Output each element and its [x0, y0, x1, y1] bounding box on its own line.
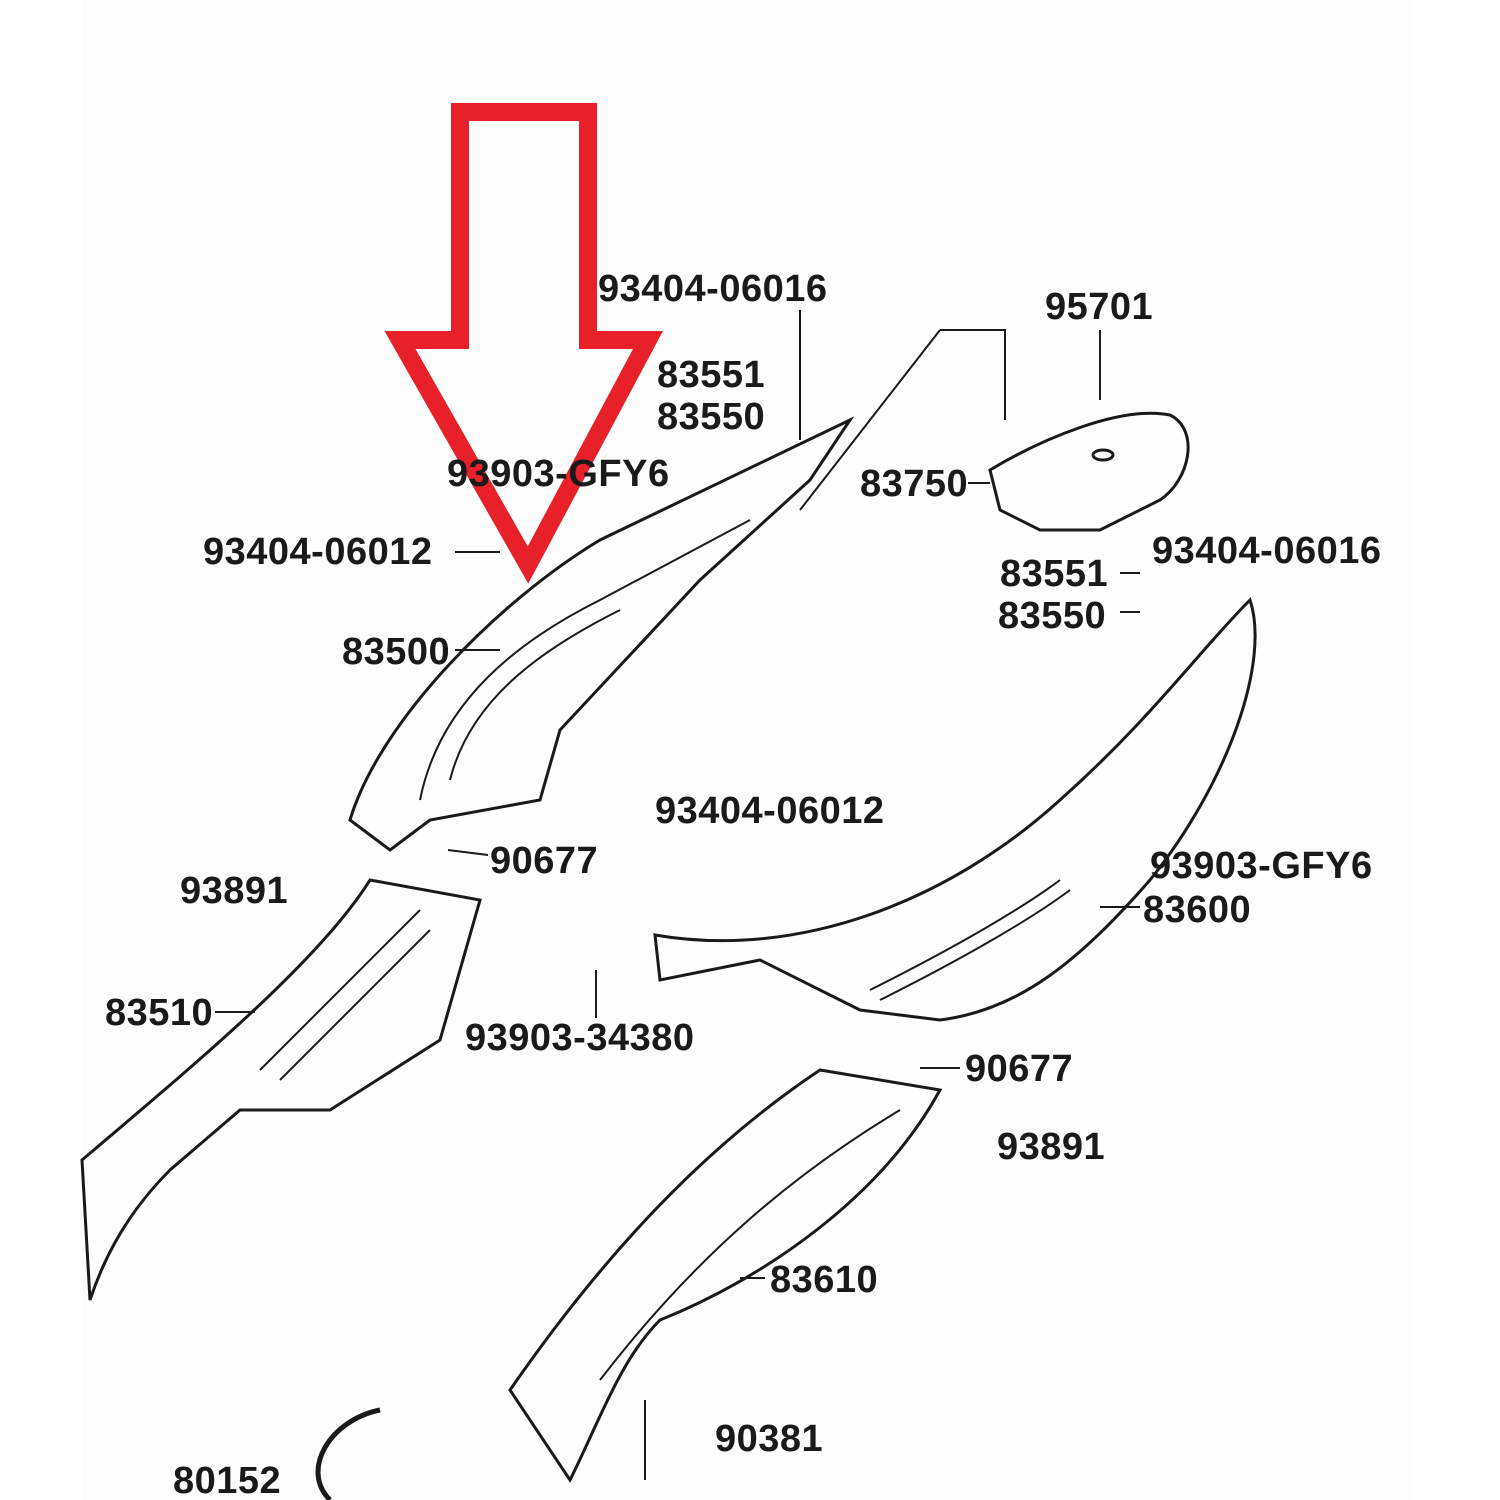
- part-label: 90677: [965, 1048, 1074, 1090]
- part-83610: [508, 1068, 943, 1483]
- part-label: 90381: [715, 1418, 824, 1460]
- part-label: 83550: [998, 595, 1107, 637]
- part-83500: [348, 416, 855, 852]
- part-label: 83550: [657, 396, 766, 438]
- part-label: 83500: [342, 631, 451, 673]
- part-label: 93891: [997, 1126, 1106, 1168]
- part-label: 93891: [180, 870, 289, 912]
- leader-lines: [215, 310, 1140, 1480]
- part-label: 93404-06012: [203, 531, 433, 573]
- part-label: 90677: [490, 840, 599, 882]
- part-label: 83551: [657, 354, 766, 396]
- part-label: 93903-GFY6: [447, 453, 670, 495]
- part-83510: [80, 878, 482, 1301]
- part-label: 93404-06016: [1152, 530, 1382, 572]
- part-label: 83510: [105, 992, 214, 1034]
- part-label: 95701: [1045, 286, 1154, 328]
- part-label: 83551: [1000, 553, 1109, 595]
- part-label: 93404-06016: [598, 268, 828, 310]
- part-label: 93903-34380: [465, 1017, 695, 1059]
- part-label: 83610: [770, 1259, 879, 1301]
- part-80152: [315, 1407, 381, 1500]
- part-label: 83750: [860, 463, 969, 505]
- part-label: 93903-GFY6: [1150, 845, 1373, 887]
- part-83750: [988, 411, 1190, 532]
- part-label: 93404-06012: [655, 790, 885, 832]
- part-83600: [653, 597, 1257, 1022]
- part-label: 83600: [1143, 889, 1252, 931]
- diagram-background: [82, 0, 1412, 1500]
- part-label: 80152: [173, 1460, 282, 1500]
